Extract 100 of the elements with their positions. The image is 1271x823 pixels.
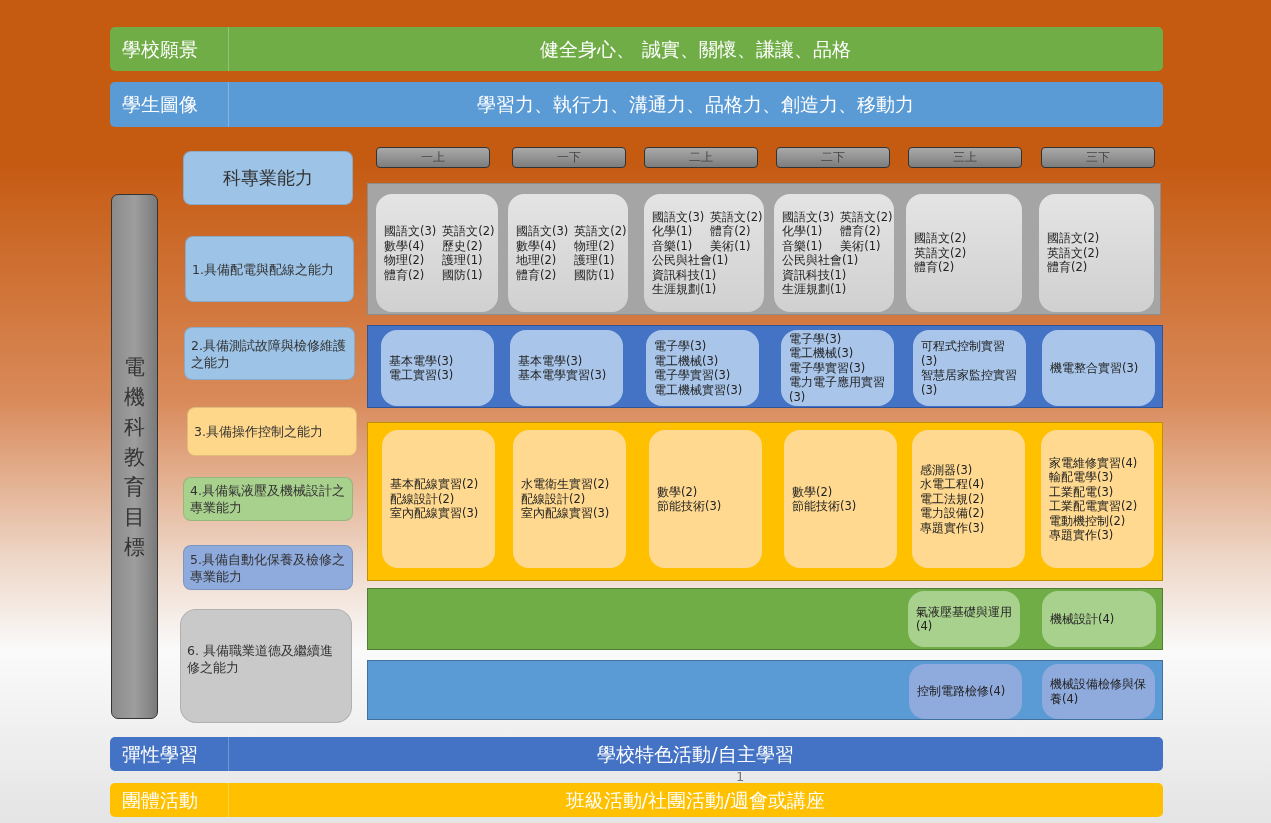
ability-text: 6. 具備職業道德及繼續進修之能力 xyxy=(187,642,334,676)
course-name: 電力設備(2) xyxy=(920,506,985,521)
course-name: 化學(1) xyxy=(652,224,694,239)
course-box xyxy=(376,194,498,312)
tab-label: 一下 xyxy=(556,149,582,166)
course-name: 電力電子應用實習(3) xyxy=(789,375,886,405)
course-band xyxy=(367,660,1163,720)
course-band xyxy=(367,422,1163,581)
course-name: 機電整合實習(3) xyxy=(1050,360,1139,376)
course-name: 國防(1) xyxy=(574,267,616,282)
course-box xyxy=(1042,591,1156,647)
course-box xyxy=(781,330,894,406)
course-name: 室內配線實習(3) xyxy=(521,506,610,521)
course-name: 節能技術(3) xyxy=(657,499,722,514)
semester-tab xyxy=(644,147,758,168)
course-name: 智慧居家監控實習(3) xyxy=(921,368,1018,397)
band-heading: 團體活動 xyxy=(122,788,198,813)
course-name: 專題實作(3) xyxy=(1049,528,1115,543)
course-name: 音樂(1) xyxy=(782,238,824,253)
course-name: 電子學(3) xyxy=(654,339,708,354)
ability-box xyxy=(180,609,352,723)
course-name: 國語文(3) xyxy=(782,209,835,224)
semester-tab xyxy=(512,147,626,168)
semester-tab xyxy=(376,147,490,168)
course-name: 水電工程(4) xyxy=(920,477,985,492)
course-name: 英語文(2) xyxy=(442,224,495,239)
course-name: 基本電學(3) xyxy=(389,353,454,368)
course-band xyxy=(367,325,1163,408)
course-name: 歷史(2) xyxy=(442,238,484,253)
course-box xyxy=(382,430,495,568)
page-number: 1 xyxy=(736,769,745,784)
band-heading: 彈性學習 xyxy=(122,742,198,767)
semester-tab xyxy=(1041,147,1155,168)
goal-bar xyxy=(111,194,158,719)
course-name: 英語文(2) xyxy=(914,245,967,260)
course-box xyxy=(912,430,1025,568)
course-name: 美術(1) xyxy=(710,238,752,253)
course-name: 數學(4) xyxy=(384,238,426,253)
tab-label: 三上 xyxy=(952,149,978,166)
course-band xyxy=(367,588,1163,650)
ability-text: 1.具備配電與配線之能力 xyxy=(192,260,334,278)
ability-text: 5.具備自動化保養及檢修之專業能力 xyxy=(190,550,346,585)
title-band xyxy=(110,82,1163,127)
course-name: 家電維修實習(4) xyxy=(1049,455,1138,470)
course-box xyxy=(513,430,626,568)
course-name: 基本電學(3) xyxy=(518,353,584,368)
course-name: 電子學(3) xyxy=(789,331,843,347)
course-name: 室內配線實習(3) xyxy=(390,506,479,521)
tab-label: 二上 xyxy=(688,149,714,166)
course-box xyxy=(908,591,1020,647)
course-name: 控制電路檢修(4) xyxy=(917,684,1006,699)
course-name: 配線設計(2) xyxy=(390,491,456,507)
course-box xyxy=(774,194,894,312)
course-name: 護理(1) xyxy=(442,253,484,268)
course-name: 電工機械實習(3) xyxy=(654,382,743,397)
course-box xyxy=(644,194,764,312)
course-name: 體育(2) xyxy=(516,267,558,282)
course-name: 機械設備檢修與保養(4) xyxy=(1050,677,1147,706)
course-box xyxy=(784,430,897,568)
course-name: 輸配電學(3) xyxy=(1049,470,1115,485)
course-name: 國防(1) xyxy=(442,267,484,282)
semester-tab xyxy=(776,147,890,168)
band-heading: 學生圖像 xyxy=(122,92,198,117)
course-name: 英語文(2) xyxy=(710,209,763,224)
ability-text: 2.具備測試故障與檢修維護之能力 xyxy=(191,336,347,371)
goal-text: 電機科教育目標 xyxy=(123,353,146,561)
course-box xyxy=(1042,664,1155,719)
course-box xyxy=(1039,194,1154,312)
course-name: 電工實習(3) xyxy=(389,368,454,383)
course-box xyxy=(646,330,759,406)
course-name: 體育(2) xyxy=(914,260,956,275)
heading-text: 科專業能力 xyxy=(223,166,313,190)
course-name: 數學(2) xyxy=(657,484,699,499)
course-name: 數學(2) xyxy=(792,484,834,499)
course-name: 英語文(2) xyxy=(840,209,893,224)
tab-label: 一上 xyxy=(420,149,446,166)
course-name: 體育(2) xyxy=(710,224,752,239)
course-name: 公民與社會(1) xyxy=(782,253,860,268)
course-box xyxy=(909,664,1022,719)
course-box xyxy=(381,330,494,406)
ability-box xyxy=(183,477,353,521)
course-name: 護理(1) xyxy=(574,253,616,268)
ability-box xyxy=(185,236,354,302)
course-name: 地理(2) xyxy=(516,253,558,268)
course-name: 國語文(3) xyxy=(516,224,569,239)
band-text: 健全身心、 誠實、關懷、謙讓、品格 xyxy=(539,37,852,62)
course-box xyxy=(1041,430,1154,568)
course-name: 可程式控制實習(3) xyxy=(921,339,1006,368)
tab-label: 三下 xyxy=(1085,149,1111,166)
course-name: 數學(4) xyxy=(516,238,558,253)
course-name: 感測器(3) xyxy=(920,462,974,478)
ability-box xyxy=(184,327,355,380)
course-box xyxy=(510,330,623,406)
course-name: 生涯規劃(1) xyxy=(652,282,718,297)
course-name: 氣液壓基礎與運用(4) xyxy=(916,604,1012,634)
course-name: 資訊科技(1) xyxy=(782,267,848,282)
course-name: 美術(1) xyxy=(840,238,882,253)
course-box xyxy=(649,430,762,568)
course-box xyxy=(906,194,1022,312)
course-name: 國語文(2) xyxy=(1047,231,1100,246)
